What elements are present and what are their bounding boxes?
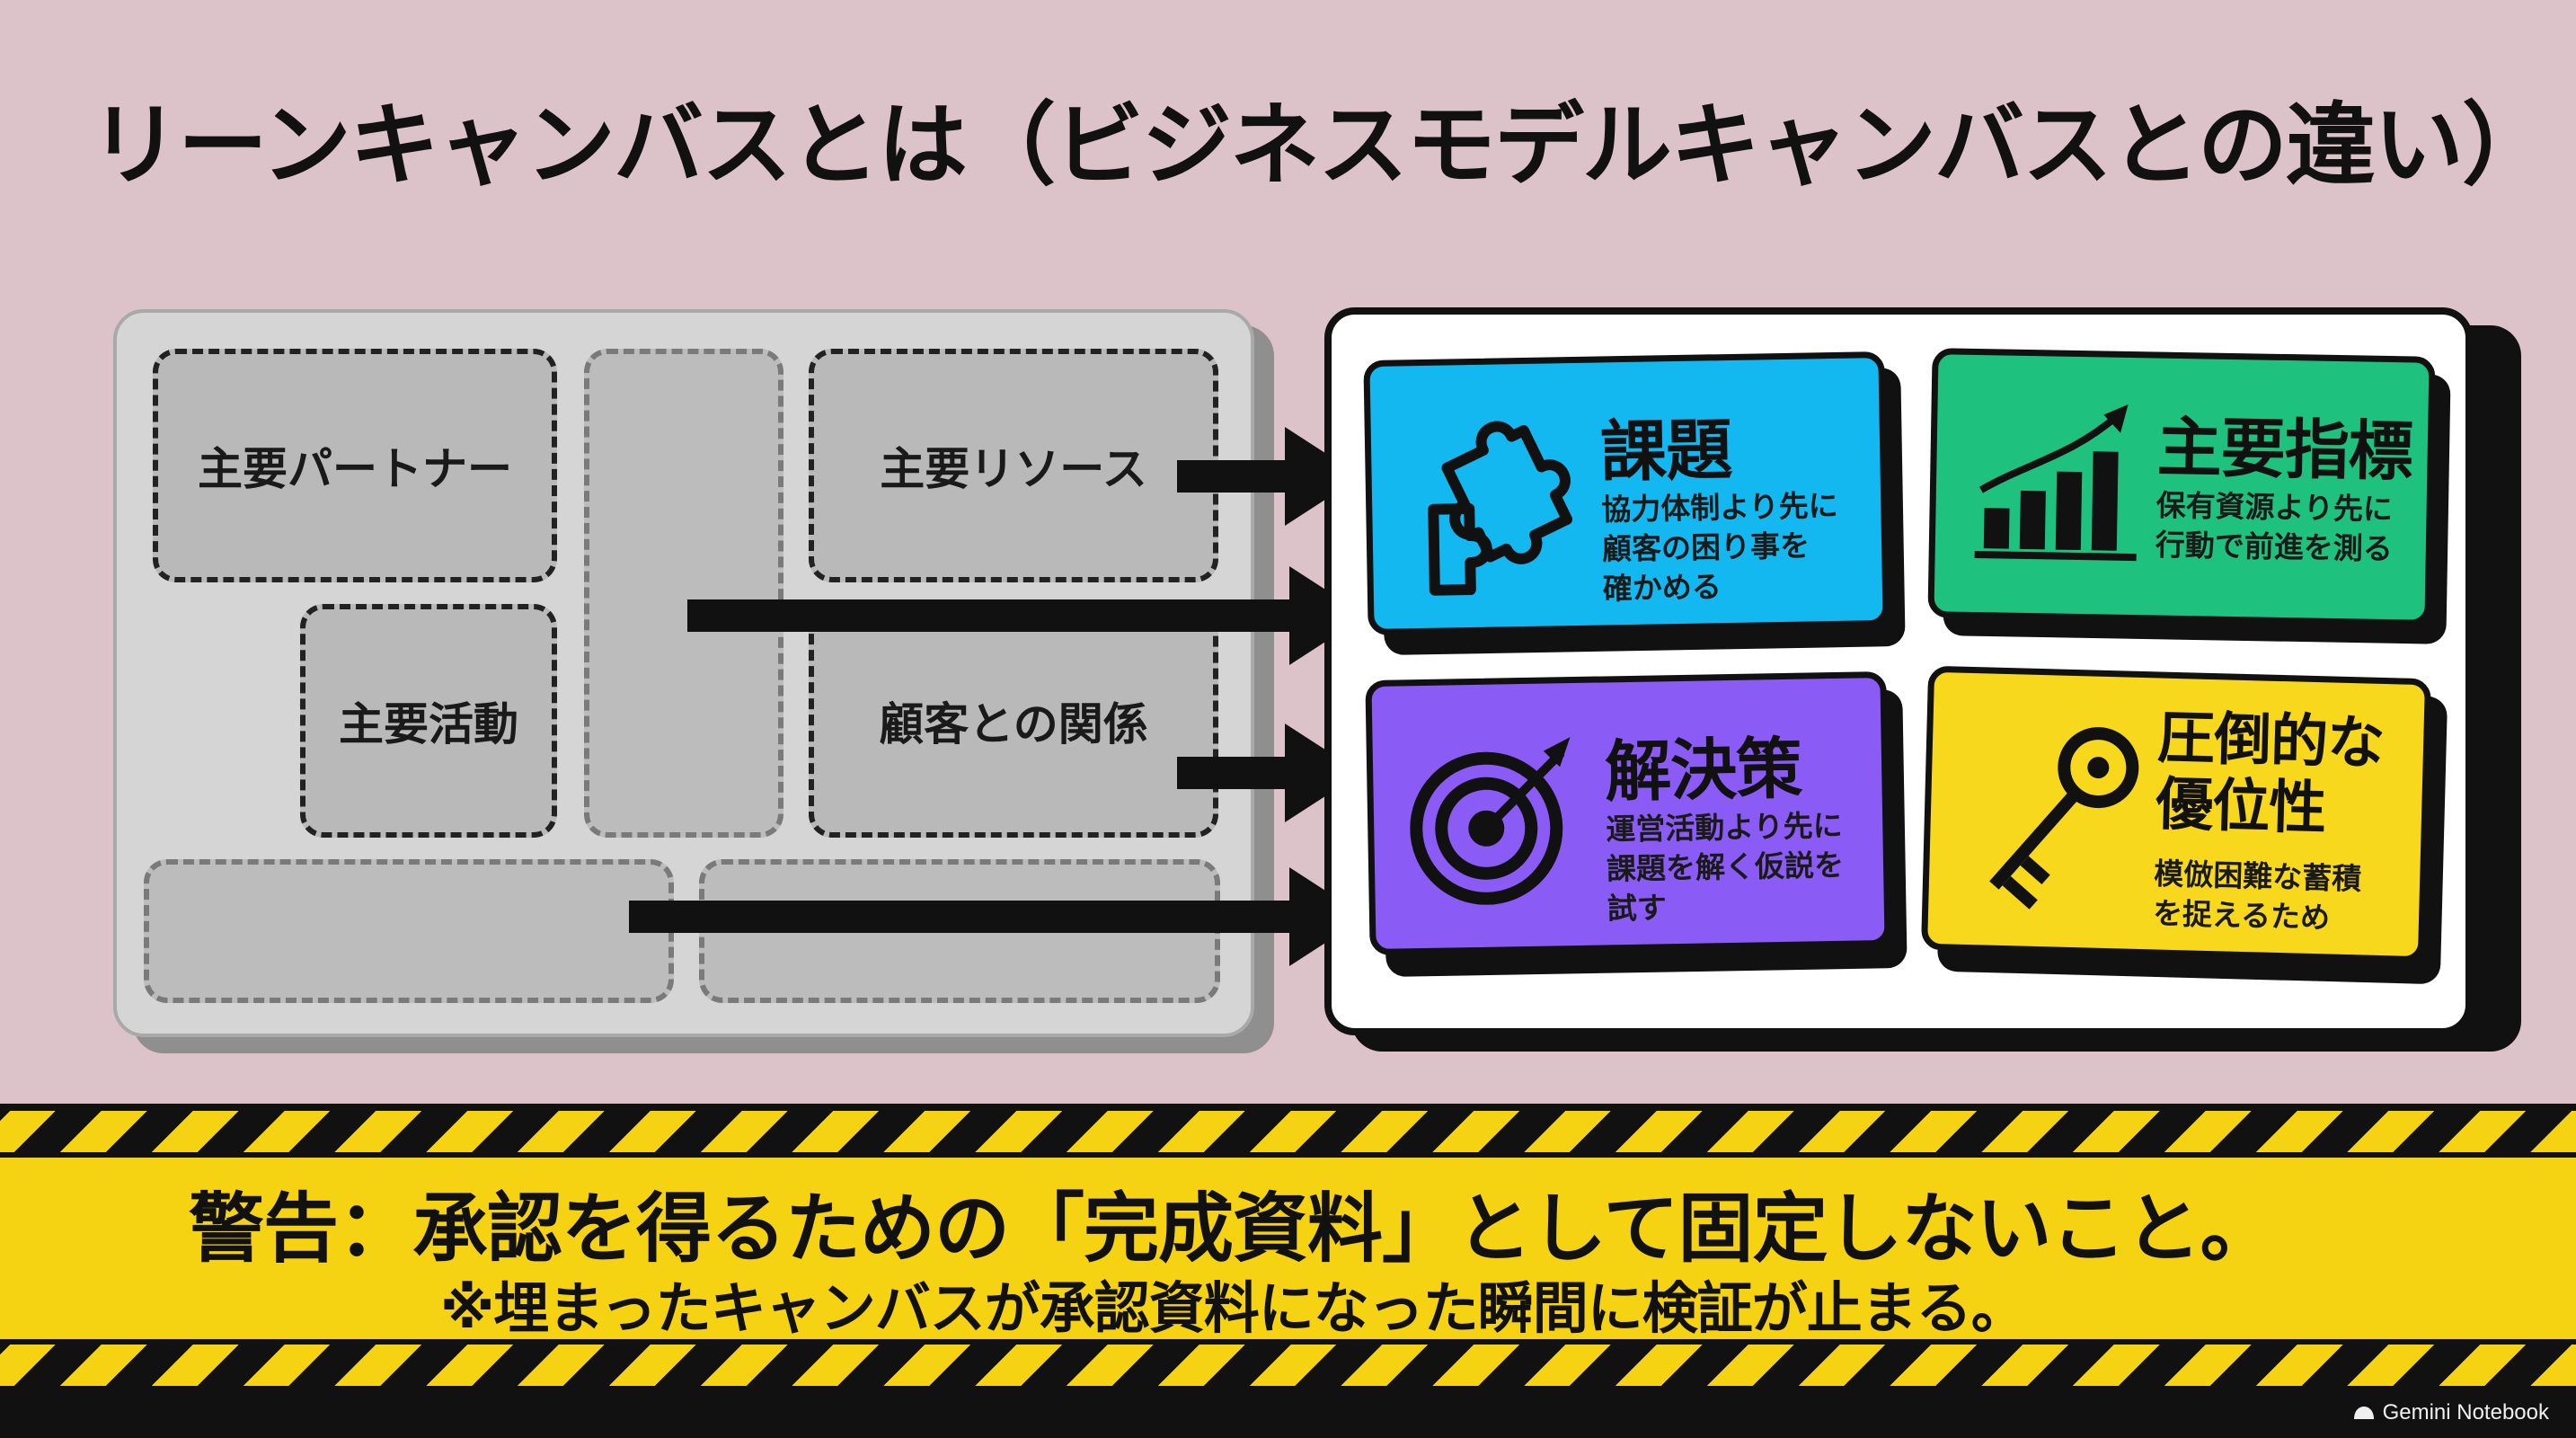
puzzle-icon [1428,421,1573,596]
cell-key-activities: 主要活動 [300,604,557,838]
advantage-title: 圧倒的な 優位性 [2155,705,2385,844]
solution-title: 解決策 [1604,730,1802,812]
cell-key-partners: 主要パートナー [153,349,557,582]
problem-title: 課題 [1599,411,1732,492]
problem-card: 課題 協力体制より先に 顧客の困り事を 確かめる [1363,351,1890,636]
metrics-desc: 保有資源より先に 行動で前進を測る [2155,486,2394,570]
growth-chart-icon [1974,404,2137,562]
advantage-desc-line: 模倣困難な蓄積 [2153,856,2362,897]
arrow-relationships-to-solution [1177,723,1361,822]
advantage-title-line: 圧倒的な [2156,705,2386,778]
problem-desc: 協力体制より先に 顧客の困り事を 確かめる [1601,486,1840,609]
solution-desc-line: 運営活動より先に [1605,807,1843,848]
cell-value-proposition [584,349,783,838]
cell-customer-relationships: 顧客との関係 [809,604,1218,838]
solution-desc-line: 試す [1607,890,1668,927]
hazard-stripes-bottom [0,1345,2576,1386]
metrics-card: 主要指標 保有資源より先に 行動で前進を測る [1927,348,2436,626]
solution-desc-line: 課題を解く仮説を [1606,847,1845,887]
advantage-title-line: 優位性 [2155,771,2327,843]
target-icon [1410,737,1571,905]
metrics-desc-line: 行動で前進を測る [2155,527,2394,567]
cell-cost-structure [144,859,674,1003]
problem-desc-line: 確かめる [1602,569,1722,607]
customer-relationships-label: 顧客との関係 [879,698,1148,750]
brand-logo: Gemini Notebook [2352,1400,2549,1425]
footer [0,1393,2576,1438]
key-partners-label: 主要パートナー [198,443,512,495]
hazard-stripes-top [0,1111,2576,1152]
metrics-desc-line: 保有資源より先に [2156,487,2394,528]
warning-text: 警告：承認を得るための「完成資料」として固定しないこと。 [189,1185,2275,1273]
warning-sub-bg [0,1249,2576,1339]
warning-main-bg [0,1158,2576,1249]
brand-label: Gemini Notebook [2382,1400,2549,1425]
arrow-cost-to-solution [629,867,1366,966]
arrow-activities-to-problem [687,566,1366,665]
solution-desc: 運営活動より先に 課題を解く仮説を 試す [1606,806,1845,929]
key-resources-label: 主要リソース [880,443,1147,495]
advantage-desc-line: を捉えるため [2152,895,2331,936]
solution-card: 解決策 運営活動より先に 課題を解く仮説を 試す [1365,670,1891,956]
advantage-desc: 模倣困難な蓄積 を捉えるため [2153,854,2362,938]
advantage-card: 圧倒的な 優位性 模倣困難な蓄積 を捉えるため [1920,665,2432,963]
problem-desc-line: 協力体制より先に [1600,487,1838,528]
notebook-icon [2353,1407,2374,1419]
arrow-resources-to-problem [1177,427,1361,526]
metrics-title: 主要指標 [2156,409,2413,490]
problem-desc-line: 顧客の困り事を [1601,528,1810,567]
key-activities-label: 主要活動 [339,698,518,750]
key-icon [1989,727,2139,910]
cell-key-resources: 主要リソース [809,349,1218,582]
warning-note: ※埋まったキャンバスが承認資料になった瞬間に検証が止まる。 [440,1275,2027,1341]
page-title: リーンキャンバスとは（ビジネスモデルキャンバスとの違い） [90,93,2552,198]
